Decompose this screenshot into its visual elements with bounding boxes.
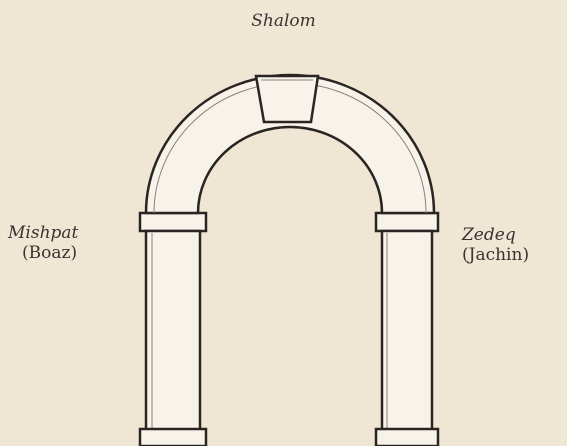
right-pillar-name: Zedeq [462,225,516,245]
right-pillar [376,213,438,446]
right-pillar-subtitle: (Jachin) [462,246,567,266]
keystone [256,76,318,122]
keystone-label: Shalom [0,12,567,32]
right-pillar-label: Zedeq (Jachin) [462,226,567,265]
left-pillar-subtitle: (Boaz) [8,244,118,264]
left-pillar-label: Mishpat (Boaz) [8,224,118,263]
left-pillar-name: Mishpat [8,223,78,243]
left-pillar [140,213,206,446]
